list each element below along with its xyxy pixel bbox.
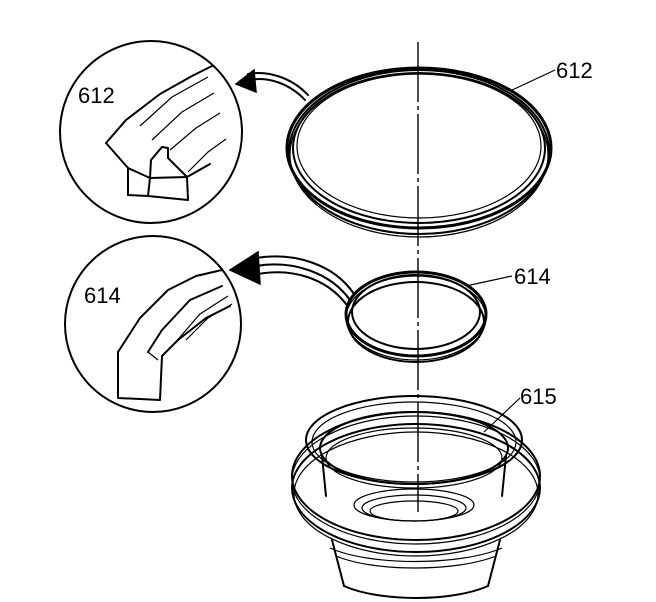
detail-circle-614: 614 [64,235,242,413]
housing-615: 615 [291,384,557,599]
part-label-615: 615 [520,384,557,409]
part-label-614: 614 [514,264,551,289]
arrow-612 [234,68,309,101]
arrow-614 [228,250,355,305]
small-seal-614: 614 [344,264,551,363]
part-label-612: 612 [556,58,593,83]
detail-circle-612: 612 [59,40,243,224]
detail-label-614: 614 [84,283,121,308]
detail-label-612: 612 [78,83,115,108]
large-seal-612: 612 [285,58,593,238]
